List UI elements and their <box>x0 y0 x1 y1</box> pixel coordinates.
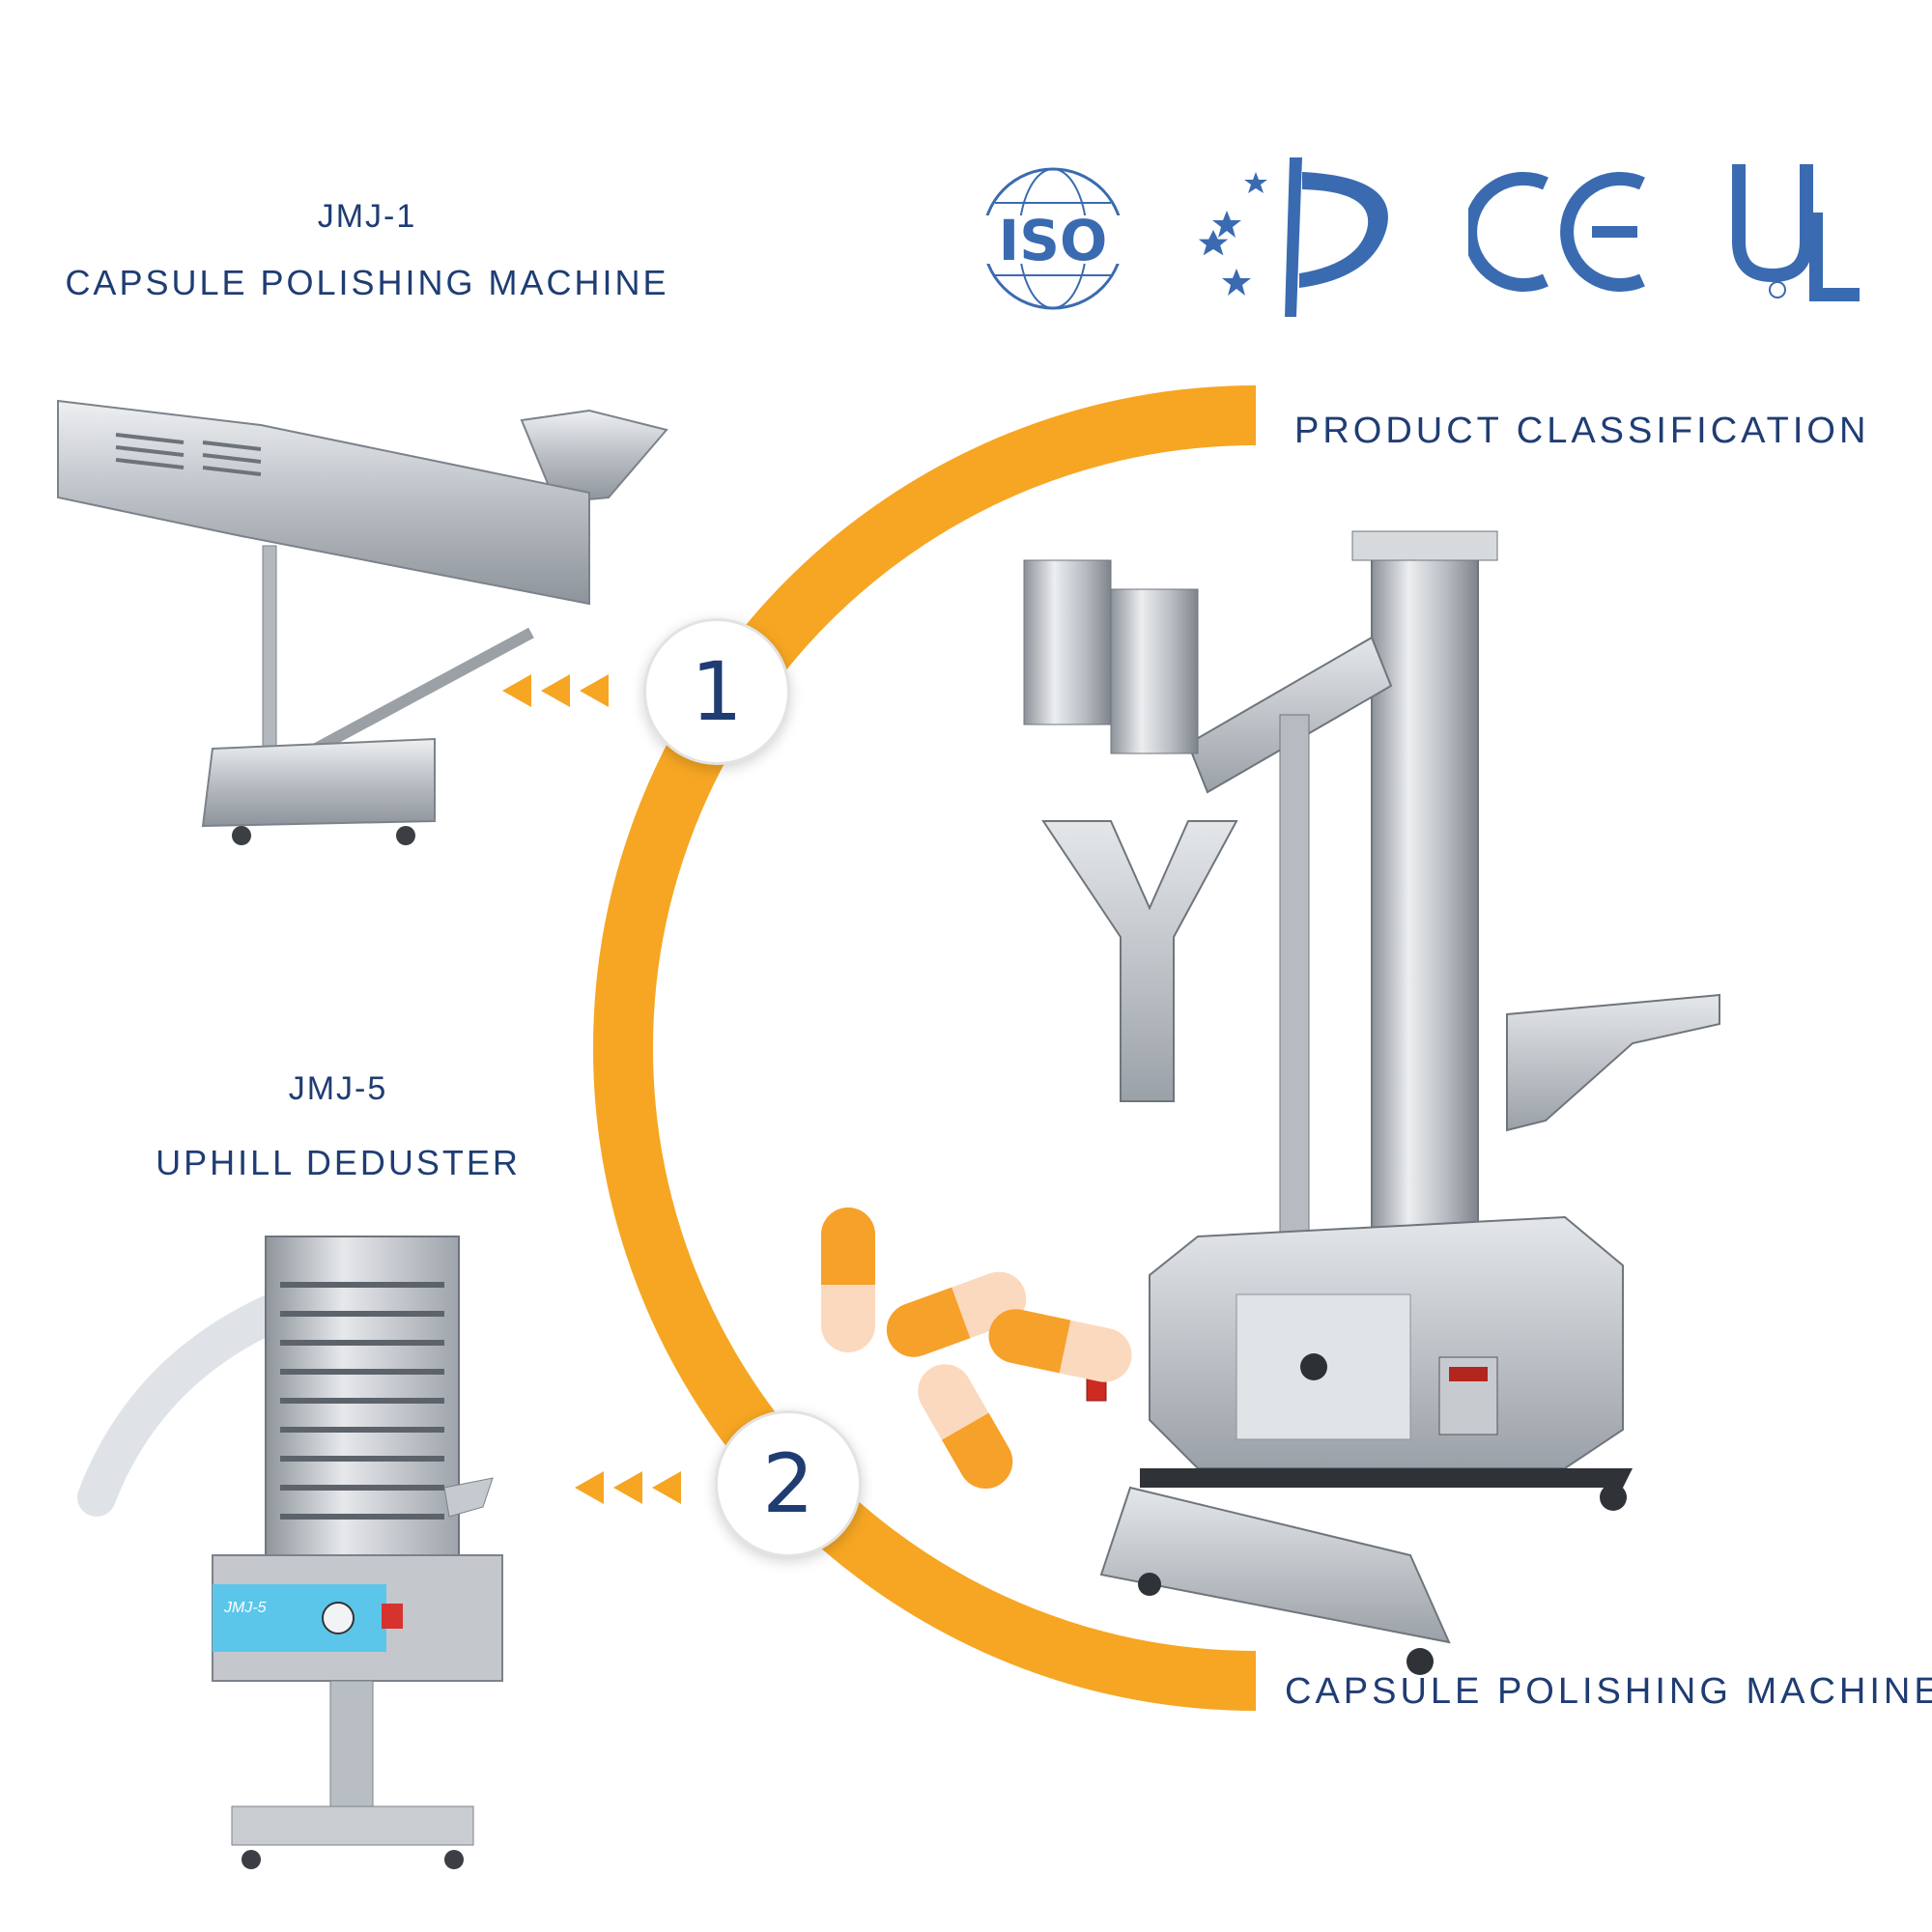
jmj-5-panel-label: JMJ-5 <box>224 1600 267 1616</box>
product-1-name: CAPSULE POLISHING MACHINE <box>65 263 669 302</box>
p-star-mark-icon <box>1198 157 1388 317</box>
section-title: PRODUCT CLASSIFICATION <box>1294 411 1870 451</box>
jmj-1-machine-image <box>57 399 668 845</box>
ce-text: CE <box>1468 169 1470 170</box>
iso-logo-text: ISO <box>999 208 1108 273</box>
step-2-badge: 2 <box>715 1410 862 1557</box>
product-1-model: JMJ-1 <box>317 198 417 235</box>
ul-mark-icon: UL <box>1729 155 1860 301</box>
jmj-5-deduster-image <box>77 1236 503 1869</box>
ul-text: UL <box>1729 155 1731 156</box>
arrow-icon-step-2 <box>575 1471 681 1504</box>
step-1-badge: 1 <box>643 618 790 765</box>
arrow-icon-step-1 <box>502 674 609 707</box>
iso-globe-logo-icon: ISO <box>971 167 1135 310</box>
product-2-name: UPHILL DEDUSTER <box>156 1143 521 1182</box>
main-polishing-machine-image <box>1023 530 1720 1675</box>
main-caption: CAPSULE POLISHING MACHINE <box>1285 1671 1932 1712</box>
capsules-image <box>821 1208 1132 1489</box>
ce-mark-icon: CE <box>1468 169 1645 292</box>
product-2-model: JMJ-5 <box>288 1070 388 1107</box>
